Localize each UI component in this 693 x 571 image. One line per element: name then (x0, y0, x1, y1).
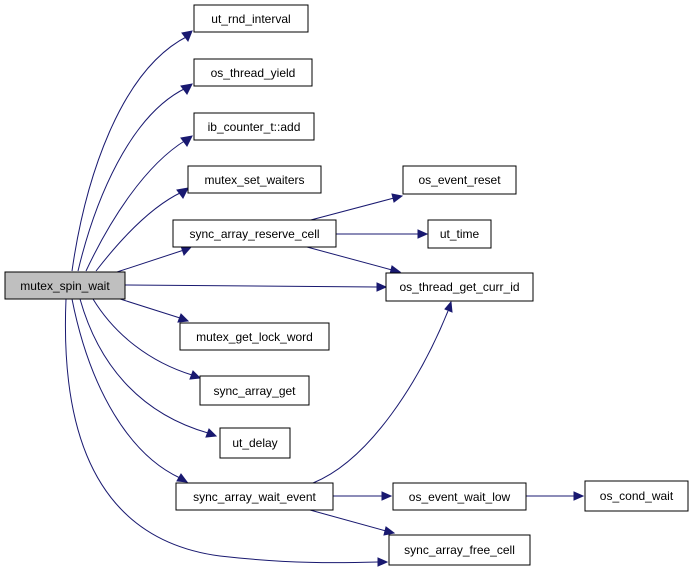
edge-os_event_wait_low-os_cond_wait (526, 491, 585, 501)
node-box (385, 272, 534, 302)
node-os_thread_yield[interactable]: os_thread_yield (193, 58, 313, 87)
node-box (584, 480, 689, 512)
nodes: mutex_spin_wait ut_rnd_interval os_threa… (4, 4, 689, 566)
node-label: os_event_wait_low (409, 490, 511, 504)
node-box (4, 271, 126, 300)
node-sync_array_free_cell[interactable]: sync_array_free_cell (388, 534, 531, 566)
edge-sync_array_wait_event-sync_array_free_cell (309, 509, 396, 536)
node-box (187, 165, 322, 194)
node-mutex_set_waiters[interactable]: mutex_set_waiters (187, 165, 322, 194)
node-label: ut_time (440, 227, 480, 241)
edge-mutex_spin_wait-os_thread_yield (77, 83, 193, 272)
node-label: os_event_reset (418, 173, 501, 187)
edge-mutex_spin_wait-mutex_set_waiters (95, 187, 189, 272)
node-label: mutex_spin_wait (20, 279, 110, 293)
node-os_cond_wait[interactable]: os_cond_wait (584, 480, 689, 512)
edge-mutex_spin_wait-sync_array_free_cell (64, 298, 389, 567)
node-os_event_wait_low[interactable]: os_event_wait_low (392, 482, 527, 511)
node-sync_array_wait_event[interactable]: sync_array_wait_event (175, 482, 334, 511)
edge-mutex_spin_wait-ut_rnd_interval (71, 30, 193, 272)
node-label: ib_counter_t::add (208, 120, 301, 134)
node-os_event_reset[interactable]: os_event_reset (402, 165, 517, 195)
node-box (175, 482, 334, 511)
edge-mutex_spin_wait-ut_delay (79, 298, 218, 438)
node-box (193, 58, 313, 87)
node-box (392, 482, 527, 511)
node-box (199, 375, 310, 406)
node-label: sync_array_reserve_cell (189, 227, 319, 241)
node-sync_array_get[interactable]: sync_array_get (199, 375, 310, 406)
node-box (427, 219, 492, 249)
node-label: ut_rnd_interval (211, 12, 290, 26)
edge-sync_array_reserve_cell-ut_time (336, 229, 429, 239)
node-label: sync_array_get (213, 384, 296, 398)
node-box (219, 427, 291, 459)
edge-sync_array_wait_event-os_event_wait_low (333, 491, 393, 501)
node-label: ut_delay (232, 436, 277, 450)
node-sync_array_reserve_cell[interactable]: sync_array_reserve_cell (172, 219, 337, 248)
node-os_thread_get_curr_id[interactable]: os_thread_get_curr_id (385, 272, 534, 302)
node-label: mutex_get_lock_word (196, 330, 313, 344)
node-box (179, 322, 330, 351)
node-ut_time[interactable]: ut_time (427, 219, 492, 249)
node-mutex_spin_wait[interactable]: mutex_spin_wait (4, 271, 126, 300)
node-ut_rnd_interval[interactable]: ut_rnd_interval (193, 4, 309, 33)
edge-sync_array_reserve_cell-os_thread_get_curr_id (306, 246, 402, 275)
node-box (388, 534, 531, 566)
edge-mutex_spin_wait-ib_counter_t_add (85, 135, 193, 272)
edge-mutex_spin_wait-sync_array_get (92, 298, 202, 380)
edge-mutex_spin_wait-sync_array_reserve_cell (116, 245, 193, 273)
edge-mutex_spin_wait-mutex_get_lock_word (116, 297, 190, 323)
node-mutex_get_lock_word[interactable]: mutex_get_lock_word (179, 322, 330, 351)
node-box (193, 4, 309, 33)
edge-mutex_spin_wait-os_thread_get_curr_id (124, 282, 388, 292)
node-box (402, 165, 517, 195)
node-label: sync_array_free_cell (404, 543, 515, 557)
node-label: os_thread_yield (211, 66, 296, 80)
node-label: mutex_set_waiters (204, 173, 304, 187)
edge-mutex_spin_wait-sync_array_wait_event (71, 298, 189, 483)
node-ut_delay[interactable]: ut_delay (219, 427, 291, 459)
edge-sync_array_wait_event-os_thread_get_curr_id (312, 300, 453, 484)
node-box (193, 112, 315, 141)
edge-sync_array_reserve_cell-os_event_reset (306, 193, 404, 222)
node-ib_counter_t_add[interactable]: ib_counter_t::add (193, 112, 315, 141)
node-label: os_thread_get_curr_id (399, 280, 519, 294)
node-label: os_cond_wait (600, 489, 674, 503)
node-box (172, 219, 337, 248)
node-label: sync_array_wait_event (193, 490, 316, 504)
edges (64, 30, 585, 567)
